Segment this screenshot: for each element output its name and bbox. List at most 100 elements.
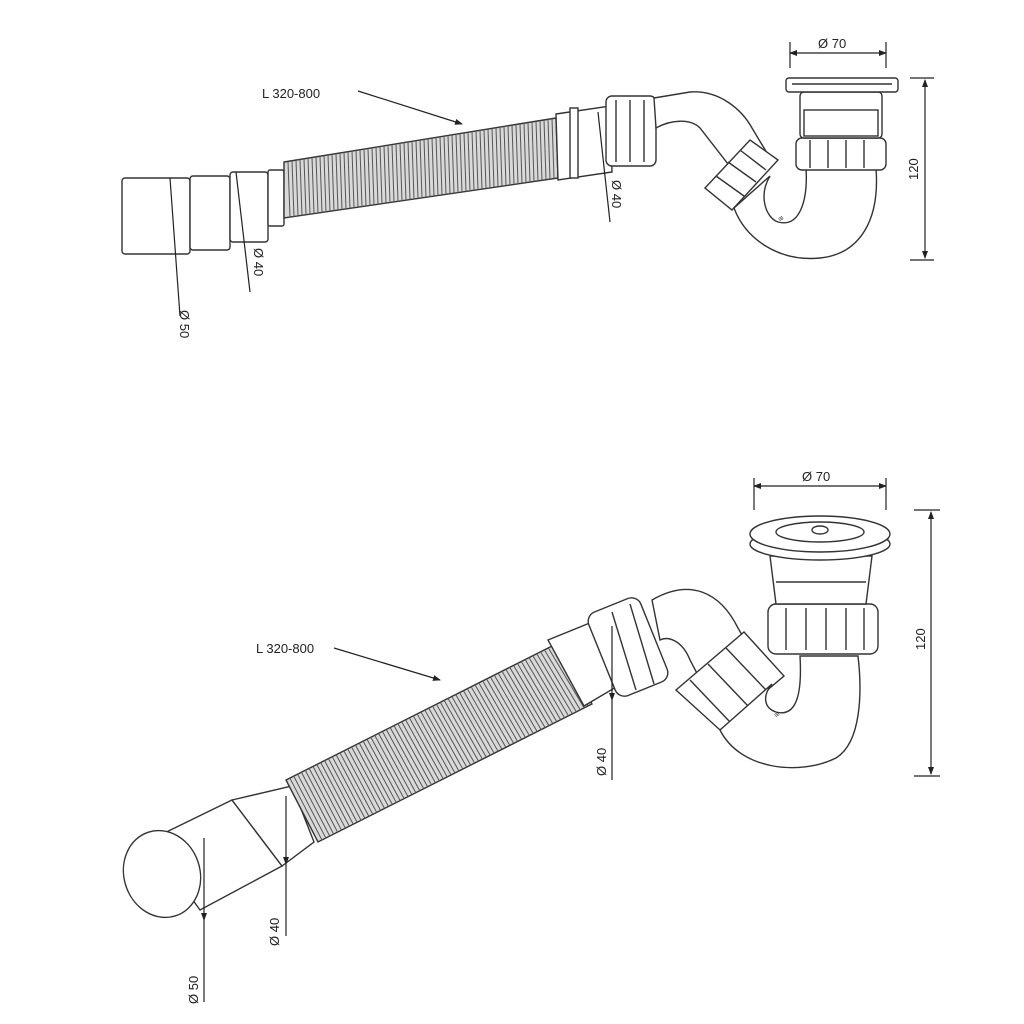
- hose-rib: [428, 707, 464, 770]
- hose-rib: [366, 738, 401, 801]
- hose-rib: [407, 141, 411, 200]
- hose-rib: [455, 694, 491, 756]
- bottom-union-nut: [587, 597, 669, 697]
- hose-rib: [509, 667, 546, 728]
- hose-rib: [395, 143, 399, 202]
- bottom-drain-nut: [767, 603, 879, 655]
- bottom-length-leader: [333, 647, 441, 681]
- hose-rib: [303, 158, 307, 216]
- hose-rib: [304, 770, 339, 833]
- hose-rib: [519, 123, 523, 184]
- hose-rib: [505, 669, 542, 730]
- bottom-outlet-pipe: [122, 785, 315, 919]
- hose-rib: [362, 740, 397, 803]
- hose-rib: [475, 130, 479, 190]
- hose-rib: [479, 130, 483, 190]
- hose-rib: [399, 143, 403, 201]
- hose-rib: [408, 717, 444, 780]
- hose-rib: [363, 149, 367, 207]
- hose-rib: [462, 690, 499, 752]
- hose-rib: [551, 118, 555, 179]
- hose-rib: [495, 127, 499, 187]
- hose-rib: [447, 135, 451, 194]
- bottom-tube-dia-label: Ø 40: [267, 918, 282, 946]
- hose-rib: [335, 754, 370, 817]
- hose-rib: [416, 713, 452, 776]
- hose-rib: [497, 672, 534, 734]
- hose-rib: [379, 146, 383, 204]
- hose-rib: [339, 152, 343, 210]
- top-inlet-dia-label: Ø 40: [609, 180, 624, 208]
- hose-rib: [491, 128, 495, 188]
- hose-rib: [355, 150, 359, 208]
- top-height-label: 120: [906, 158, 921, 180]
- hose-rib: [536, 653, 573, 715]
- hose-rib: [443, 700, 479, 762]
- hose-rib: [415, 140, 419, 199]
- hose-rib: [412, 715, 448, 778]
- hose-rib: [535, 121, 539, 181]
- hose-rib: [291, 160, 295, 217]
- hose-rib: [487, 128, 491, 189]
- bottom-dimensions: [201, 478, 940, 1002]
- bottom-inlet-dia-label: Ø 40: [594, 748, 609, 776]
- hose-rib: [312, 766, 346, 829]
- hose-rib: [466, 688, 503, 750]
- top-drain-nut: [795, 137, 887, 171]
- hose-rib: [439, 136, 443, 196]
- hose-rib: [516, 663, 554, 724]
- hose-rib: [347, 748, 382, 811]
- hose-rib: [435, 137, 439, 196]
- top-inlet-dim-line: [597, 111, 611, 223]
- hose-rib: [532, 655, 569, 717]
- hose-rib: [435, 703, 472, 766]
- hose-rib: [370, 737, 405, 799]
- bottom-labels: L 320-800 Ø 50 Ø 40 Ø 40 Ø 70 120: [186, 469, 928, 1004]
- hose-rib: [297, 773, 331, 837]
- hose-rib: [411, 141, 415, 200]
- top-angled-nut: [703, 139, 780, 211]
- hose-rib: [424, 709, 460, 772]
- hose-rib: [528, 657, 566, 719]
- hose-rib: [397, 723, 432, 786]
- top-drain-dia-label: Ø 70: [818, 36, 846, 51]
- bottom-outlet-dia-label: Ø 50: [186, 976, 201, 1004]
- hose-rib: [320, 762, 354, 825]
- hose-rib: [419, 139, 423, 199]
- hose-rib: [295, 160, 299, 217]
- hose-rib: [327, 154, 331, 212]
- hose-rib: [493, 674, 530, 736]
- top-drain-body: [785, 77, 899, 139]
- bottom-length-label: L 320-800: [256, 641, 314, 656]
- hose-rib: [482, 680, 519, 742]
- hose-rib: [375, 147, 379, 205]
- top-outlet-dia-label: Ø 50: [177, 310, 192, 338]
- hose-rib: [323, 155, 327, 213]
- hose-rib: [540, 651, 577, 713]
- hose-rib: [515, 124, 519, 184]
- top-dimensions: [169, 42, 934, 317]
- hose-rib: [539, 120, 543, 181]
- hose-rib: [543, 119, 547, 180]
- top-trap-body: lll: [733, 167, 878, 260]
- hose-rib: [478, 682, 515, 744]
- hose-rib: [474, 684, 511, 746]
- hose-rib: [432, 705, 468, 768]
- hose-rib: [319, 156, 323, 213]
- hose-rib: [343, 750, 378, 813]
- top-labels: L 320-800 Ø 50 Ø 40 Ø 40 Ø 70 120: [177, 36, 921, 338]
- hose-rib: [385, 729, 421, 791]
- hose-rib: [459, 133, 463, 193]
- hose-rib: [489, 676, 526, 738]
- hose-rib: [439, 702, 476, 764]
- top-union-nut: [605, 95, 657, 167]
- hose-rib: [443, 136, 447, 195]
- svg-text:lll: lll: [772, 712, 779, 719]
- hose-rib: [347, 151, 351, 209]
- hose-rib: [427, 138, 431, 197]
- hose-rib: [447, 698, 483, 760]
- bottom-corrugated-hose: [285, 643, 593, 843]
- bottom-height-label: 120: [913, 628, 928, 650]
- hose-rib: [289, 777, 323, 841]
